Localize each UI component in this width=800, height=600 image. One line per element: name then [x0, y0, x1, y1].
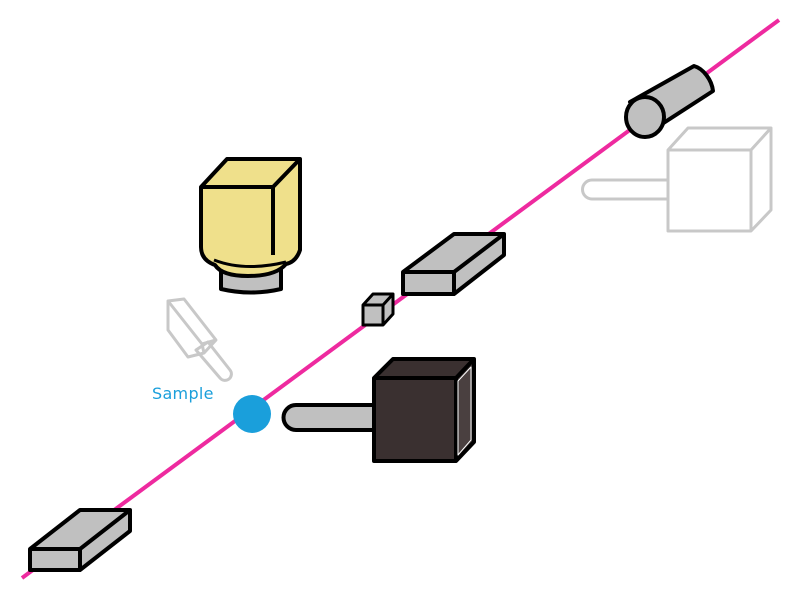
sample-dot: [233, 395, 271, 433]
upper-slab: [401, 232, 506, 296]
ghost-detector: [581, 126, 773, 233]
sample-label: Sample: [152, 384, 214, 403]
ghost-small-module: [166, 297, 233, 382]
lower-slab: [28, 508, 132, 572]
yellow-camera: [199, 157, 302, 295]
dark-detector: [281, 357, 476, 463]
beam-source-cylinder: [624, 64, 715, 139]
small-cube: [361, 292, 395, 327]
